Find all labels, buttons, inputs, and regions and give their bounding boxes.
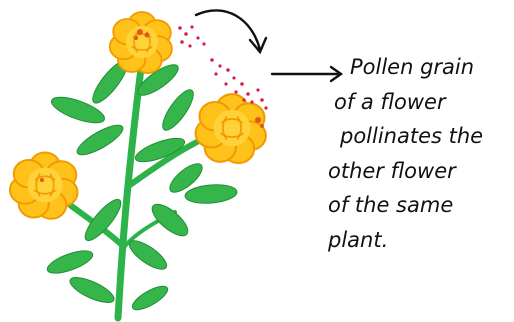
caption-line-5: of the same — [328, 188, 510, 223]
caption-line-1: Pollen grain — [328, 50, 510, 85]
flower-right — [196, 94, 266, 163]
curved-arrow — [196, 10, 266, 52]
caption-line-4: other flower — [328, 154, 510, 189]
caption-text: Pollen grain of a flower pollinates the … — [328, 50, 510, 257]
caption-line-6: plant. — [328, 223, 510, 258]
caption-line-2: of a flower — [328, 85, 510, 120]
flower-top — [110, 12, 172, 73]
caption-line-3: pollinates the — [328, 119, 510, 154]
flower-left — [10, 153, 78, 219]
